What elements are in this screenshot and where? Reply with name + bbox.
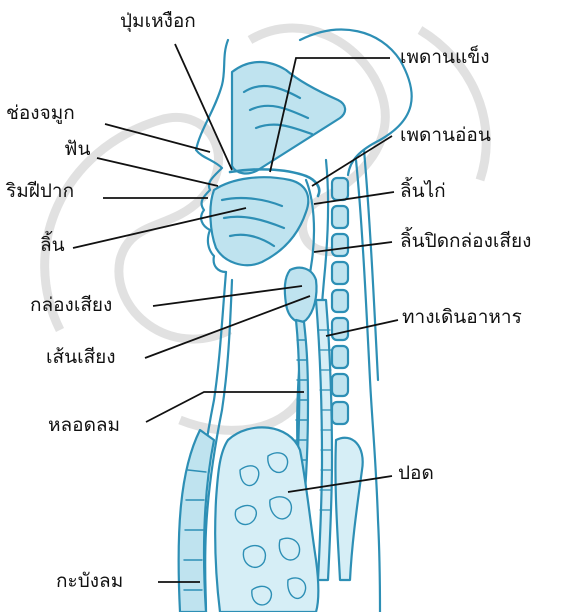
leader-lung <box>288 476 392 492</box>
label-tongue: ลิ้น <box>40 236 65 255</box>
leader-trachea <box>146 392 304 422</box>
label-lips: ริมฝีปาก <box>6 182 74 201</box>
leader-hard-palate <box>270 58 390 172</box>
leader-nasal-cavity <box>105 124 210 152</box>
label-trachea: หลอดลม <box>48 416 120 435</box>
label-uvula: ลิ้นไก่ <box>400 182 446 201</box>
leader-esophagus <box>326 320 398 336</box>
label-larynx: กล่องเสียง <box>30 296 112 315</box>
label-gum-ridge: ปุ่มเหงือก <box>120 12 196 31</box>
leader-uvula <box>314 192 394 204</box>
leader-vocal-cords <box>145 296 310 358</box>
leader-epiglottis <box>314 242 392 252</box>
label-lung: ปอด <box>398 464 434 483</box>
label-vocal-cords: เส้นเสียง <box>46 348 116 367</box>
label-diaphragm: กะบังลม <box>56 572 123 591</box>
leader-teeth <box>97 158 218 186</box>
label-teeth: ฟัน <box>64 140 90 159</box>
label-soft-palate: เพดานอ่อน <box>400 126 491 145</box>
label-nasal-cavity: ช่องจมูก <box>6 104 75 123</box>
label-esophagus: ทางเดินอาหาร <box>402 308 522 327</box>
label-hard-palate: เพดานแข็ง <box>400 48 490 67</box>
leader-tongue <box>73 208 246 248</box>
leader-larynx <box>153 286 302 306</box>
label-epiglottis: ลิ้นปิดกล่องเสียง <box>400 232 531 251</box>
leader-soft-palate <box>312 136 392 186</box>
